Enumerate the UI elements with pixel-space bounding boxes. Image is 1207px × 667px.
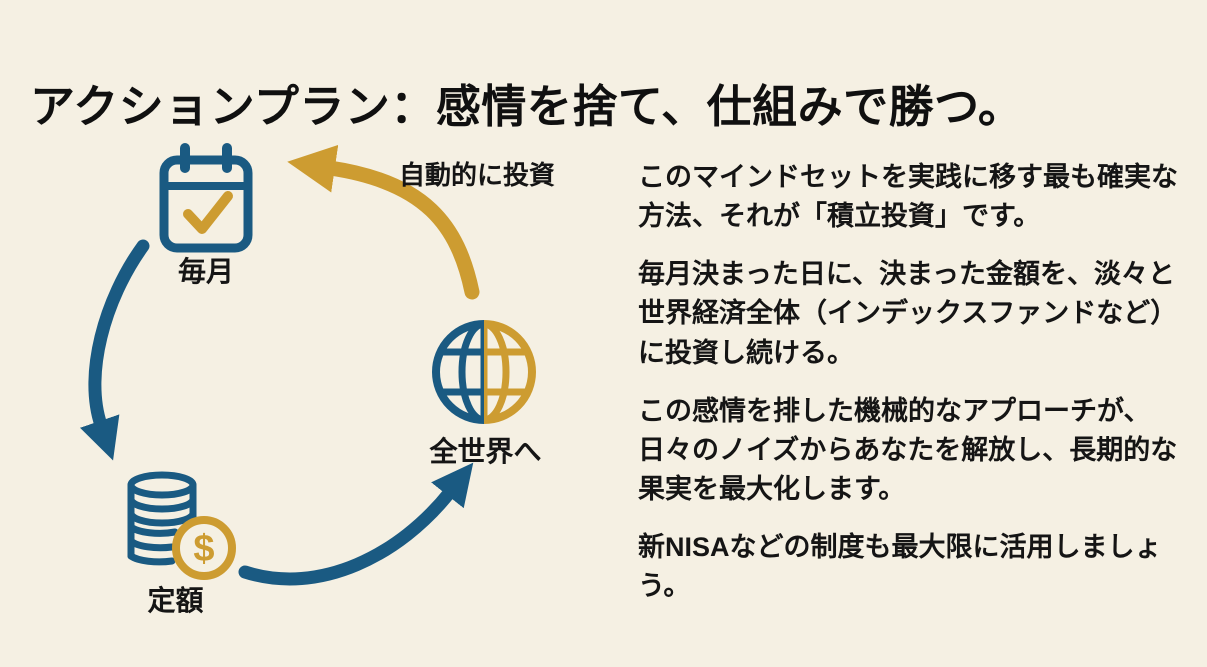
auto-invest-arrow-label: 自動的に投資	[399, 160, 556, 190]
paragraph-monthly-fixed: 毎月決まった日に、決まった金額を、淡々と世界経済全体（インデックスファンドなど）…	[638, 259, 1178, 368]
paragraph-nisa: 新NISAなどの制度も最大限に活用しましょう。	[638, 532, 1162, 602]
dollar-sign: $	[193, 528, 214, 570]
node-fixed-amount-label: 定額	[147, 585, 204, 616]
paragraph-mechanical-approach: この感情を排した機械的なアプローチが、日々のノイズからあなたを解放し、長期的な果…	[638, 395, 1178, 504]
cycle-arrows	[79, 144, 480, 586]
paragraph-tsumitate: このマインドセットを実践に移す最も確実な方法、それが「積立投資」です。	[638, 162, 1178, 232]
body-text: このマインドセットを実践に移す最も確実な方法、それが「積立投資」です。 毎月決ま…	[638, 158, 1192, 625]
calendar-check-icon	[159, 143, 253, 253]
arrow-fixed-to-world-icon	[238, 462, 474, 586]
arrow-world-to-monthly-icon	[287, 144, 480, 300]
globe-icon	[428, 316, 540, 428]
page-title: アクションプラン：感情を捨て、仕組みで勝つ。	[30, 81, 1024, 133]
node-monthly-label: 毎月	[177, 256, 234, 287]
arrow-monthly-to-fixed-icon	[79, 239, 150, 461]
coins-dollar-icon: $	[127, 471, 236, 580]
node-world-label: 全世界へ	[429, 436, 542, 467]
